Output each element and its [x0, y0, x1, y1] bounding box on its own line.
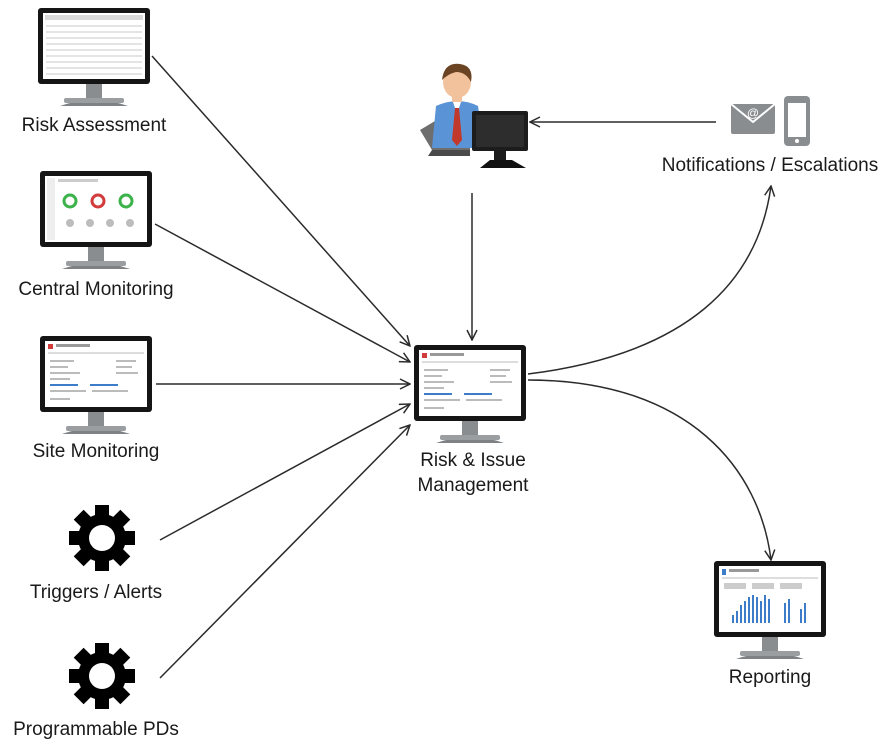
site-monitoring-label: Site Monitoring: [32, 441, 160, 462]
smartphone-icon: [784, 96, 810, 146]
risk-issue-management-label-line1: Risk & Issue: [420, 450, 526, 471]
person-at-computer-icon: [420, 63, 528, 168]
reporting-monitor-icon: [714, 561, 826, 659]
connectors: [151, 55, 771, 679]
risk-assessment-label: Risk Assessment: [21, 115, 167, 136]
risk-issue-management-monitor-icon: [414, 345, 526, 443]
arrow-central-monitoring-to-management: [154, 223, 410, 362]
arrow-triggers-to-management: [159, 404, 410, 541]
notifications-escalations-label: Notifications / Escalations: [661, 155, 879, 176]
email-at-glyph: @: [747, 106, 759, 120]
reporting-label: Reporting: [728, 667, 812, 688]
arrow-programmable-pds-to-management: [159, 425, 410, 679]
site-monitoring-monitor-icon: [40, 336, 152, 434]
arrow-risk-assessment-to-management: [151, 55, 410, 346]
programmable-pds-gear-icon: [69, 643, 135, 709]
triggers-alerts-label: Triggers / Alerts: [29, 582, 163, 603]
risk-issue-management-label-line2: Management: [417, 475, 529, 496]
arrow-management-to-reporting: [527, 379, 771, 560]
risk-assessment-monitor-icon: [38, 8, 150, 106]
central-monitoring-label: Central Monitoring: [18, 279, 174, 300]
central-monitoring-monitor-icon: [40, 171, 152, 269]
arrow-management-to-notifications: [527, 186, 771, 375]
triggers-gear-icon: [69, 505, 135, 571]
programmable-pds-label: Programmable PDs: [13, 719, 179, 740]
email-icon: @: [730, 103, 776, 134]
